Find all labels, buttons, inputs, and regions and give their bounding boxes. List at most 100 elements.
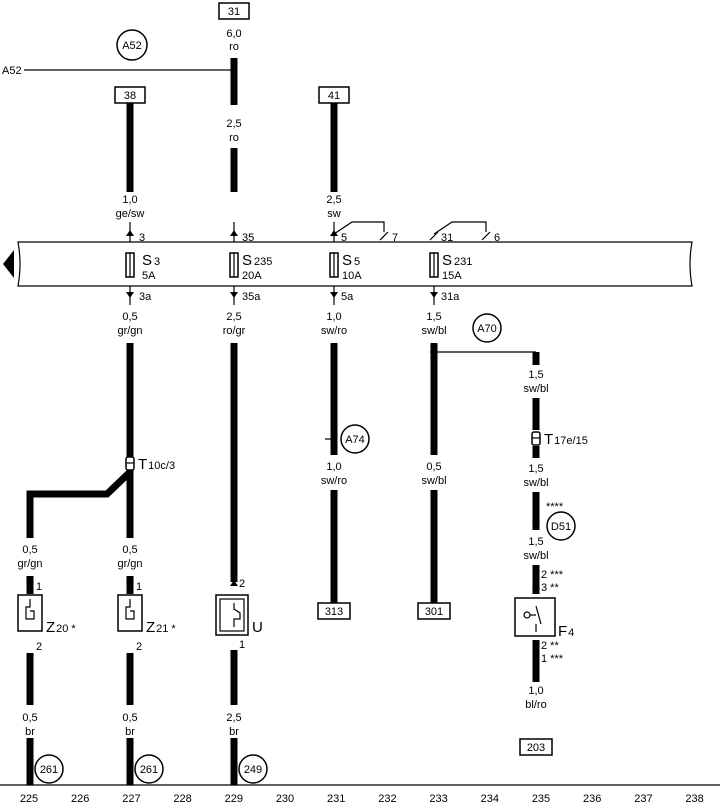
svg-text:31a: 31a <box>441 291 460 303</box>
svg-text:T17e/15: T17e/15 <box>544 431 588 448</box>
pin-markers <box>26 230 540 594</box>
circle-a70[interactable]: A70 <box>472 313 502 343</box>
svg-text:1,0: 1,0 <box>528 685 543 697</box>
svg-text:203: 203 <box>527 742 545 754</box>
ruler-number: 231 <box>327 793 345 805</box>
svg-text:sw/bl: sw/bl <box>523 550 548 562</box>
svg-text:F4: F4 <box>558 623 574 640</box>
svg-text:sw/bl: sw/bl <box>523 477 548 489</box>
svg-text:1: 1 <box>239 639 245 651</box>
svg-text:A52: A52 <box>122 40 142 52</box>
circle-261-a[interactable]: 261 <box>34 754 64 784</box>
svg-text:1,5: 1,5 <box>528 463 543 475</box>
svg-text:0,5: 0,5 <box>122 311 137 323</box>
svg-text:sw/bl: sw/bl <box>523 383 548 395</box>
svg-text:bl/ro: bl/ro <box>525 699 546 711</box>
svg-text:10A: 10A <box>342 270 362 282</box>
svg-text:3: 3 <box>139 232 145 244</box>
svg-text:1 ***: 1 *** <box>541 653 564 665</box>
svg-text:ro: ro <box>229 132 239 144</box>
svg-text:gr/gn: gr/gn <box>17 558 42 570</box>
svg-text:2 ***: 2 *** <box>541 569 564 581</box>
svg-text:0,5: 0,5 <box>22 544 37 556</box>
svg-text:ro/gr: ro/gr <box>223 325 246 337</box>
svg-text:301: 301 <box>425 606 443 618</box>
svg-text:br: br <box>125 726 135 738</box>
svg-text:1,0: 1,0 <box>326 461 341 473</box>
wires <box>26 58 540 785</box>
ruler-number: 236 <box>583 793 601 805</box>
svg-text:U: U <box>252 619 263 636</box>
svg-text:gr/gn: gr/gn <box>117 558 142 570</box>
svg-text:3 **: 3 ** <box>541 582 559 594</box>
svg-text:0,5: 0,5 <box>22 712 37 724</box>
svg-text:sw/ro: sw/ro <box>321 475 347 487</box>
svg-text:31: 31 <box>228 6 240 18</box>
connector-t17e[interactable]: T17e/15 <box>531 431 588 448</box>
svg-text:6: 6 <box>494 232 500 244</box>
heater-z20[interactable]: 1 2 Z20* <box>17 581 76 653</box>
circle-249[interactable]: 249 <box>238 754 268 784</box>
stars-marker: **** <box>546 501 564 513</box>
circle-d51[interactable]: D51 <box>546 511 576 541</box>
svg-text:2: 2 <box>136 641 142 653</box>
svg-text:15A: 15A <box>442 270 462 282</box>
svg-text:2,5: 2,5 <box>226 311 241 323</box>
fuse-pin-labels: 3 35 5 31 7 6 3a 35a 5a 31a <box>139 232 500 303</box>
svg-text:1,5: 1,5 <box>528 536 543 548</box>
ref-box-41[interactable]: 41 <box>318 86 350 104</box>
svg-text:2: 2 <box>239 578 245 590</box>
svg-text:5: 5 <box>341 232 347 244</box>
svg-text:41: 41 <box>328 90 340 102</box>
svg-text:A70: A70 <box>477 323 497 335</box>
circle-a74[interactable]: A74 <box>340 424 370 454</box>
ref-box-31[interactable]: 31 <box>218 2 250 20</box>
wire-labels: 6,0 ro 2,5 ro 1,0 ge/sw 2,5 sw 0,5 gr/gn… <box>17 28 548 738</box>
ruler-number: 228 <box>173 793 191 805</box>
svg-text:sw: sw <box>327 208 341 220</box>
svg-text:3a: 3a <box>139 291 152 303</box>
switch-f4[interactable]: F4 <box>514 597 574 640</box>
ruler-number: 230 <box>276 793 294 805</box>
svg-text:38: 38 <box>124 90 136 102</box>
svg-text:5A: 5A <box>142 270 156 282</box>
svg-text:2: 2 <box>36 641 42 653</box>
circle-261-b[interactable]: 261 <box>134 754 164 784</box>
connector-t10c[interactable]: T10c/3 <box>125 456 175 473</box>
svg-text:5a: 5a <box>341 291 354 303</box>
svg-text:sw/bl: sw/bl <box>421 475 446 487</box>
svg-text:sw/bl: sw/bl <box>421 325 446 337</box>
ruler-number: 227 <box>122 793 140 805</box>
ruler-number: 237 <box>634 793 652 805</box>
ruler-number: 233 <box>429 793 447 805</box>
svg-text:6,0: 6,0 <box>226 28 241 40</box>
circle-a52[interactable]: A52 <box>116 29 148 61</box>
svg-text:ro: ro <box>229 41 239 53</box>
svg-text:1,5: 1,5 <box>528 369 543 381</box>
ruler-number: 232 <box>378 793 396 805</box>
svg-text:0,5: 0,5 <box>122 544 137 556</box>
ref-box-313[interactable]: 313 <box>317 602 351 620</box>
svg-text:S5: S5 <box>342 252 360 269</box>
svg-text:20A: 20A <box>242 270 262 282</box>
ref-box-301[interactable]: 301 <box>417 602 451 620</box>
svg-text:gr/gn: gr/gn <box>117 325 142 337</box>
svg-text:ge/sw: ge/sw <box>116 208 145 220</box>
svg-text:Z20*: Z20* <box>46 619 76 636</box>
ref-box-203[interactable]: 203 <box>519 738 553 756</box>
ref-box-38[interactable]: 38 <box>114 86 146 104</box>
heater-z21[interactable]: 1 2 Z21* <box>117 581 176 653</box>
side-label-a52: A52 <box>2 65 22 77</box>
ruler-number: 226 <box>71 793 89 805</box>
svg-text:1: 1 <box>36 581 42 593</box>
socket-u[interactable]: 2 1 U <box>215 578 263 651</box>
svg-text:2,5: 2,5 <box>226 118 241 130</box>
svg-text:br: br <box>229 726 239 738</box>
